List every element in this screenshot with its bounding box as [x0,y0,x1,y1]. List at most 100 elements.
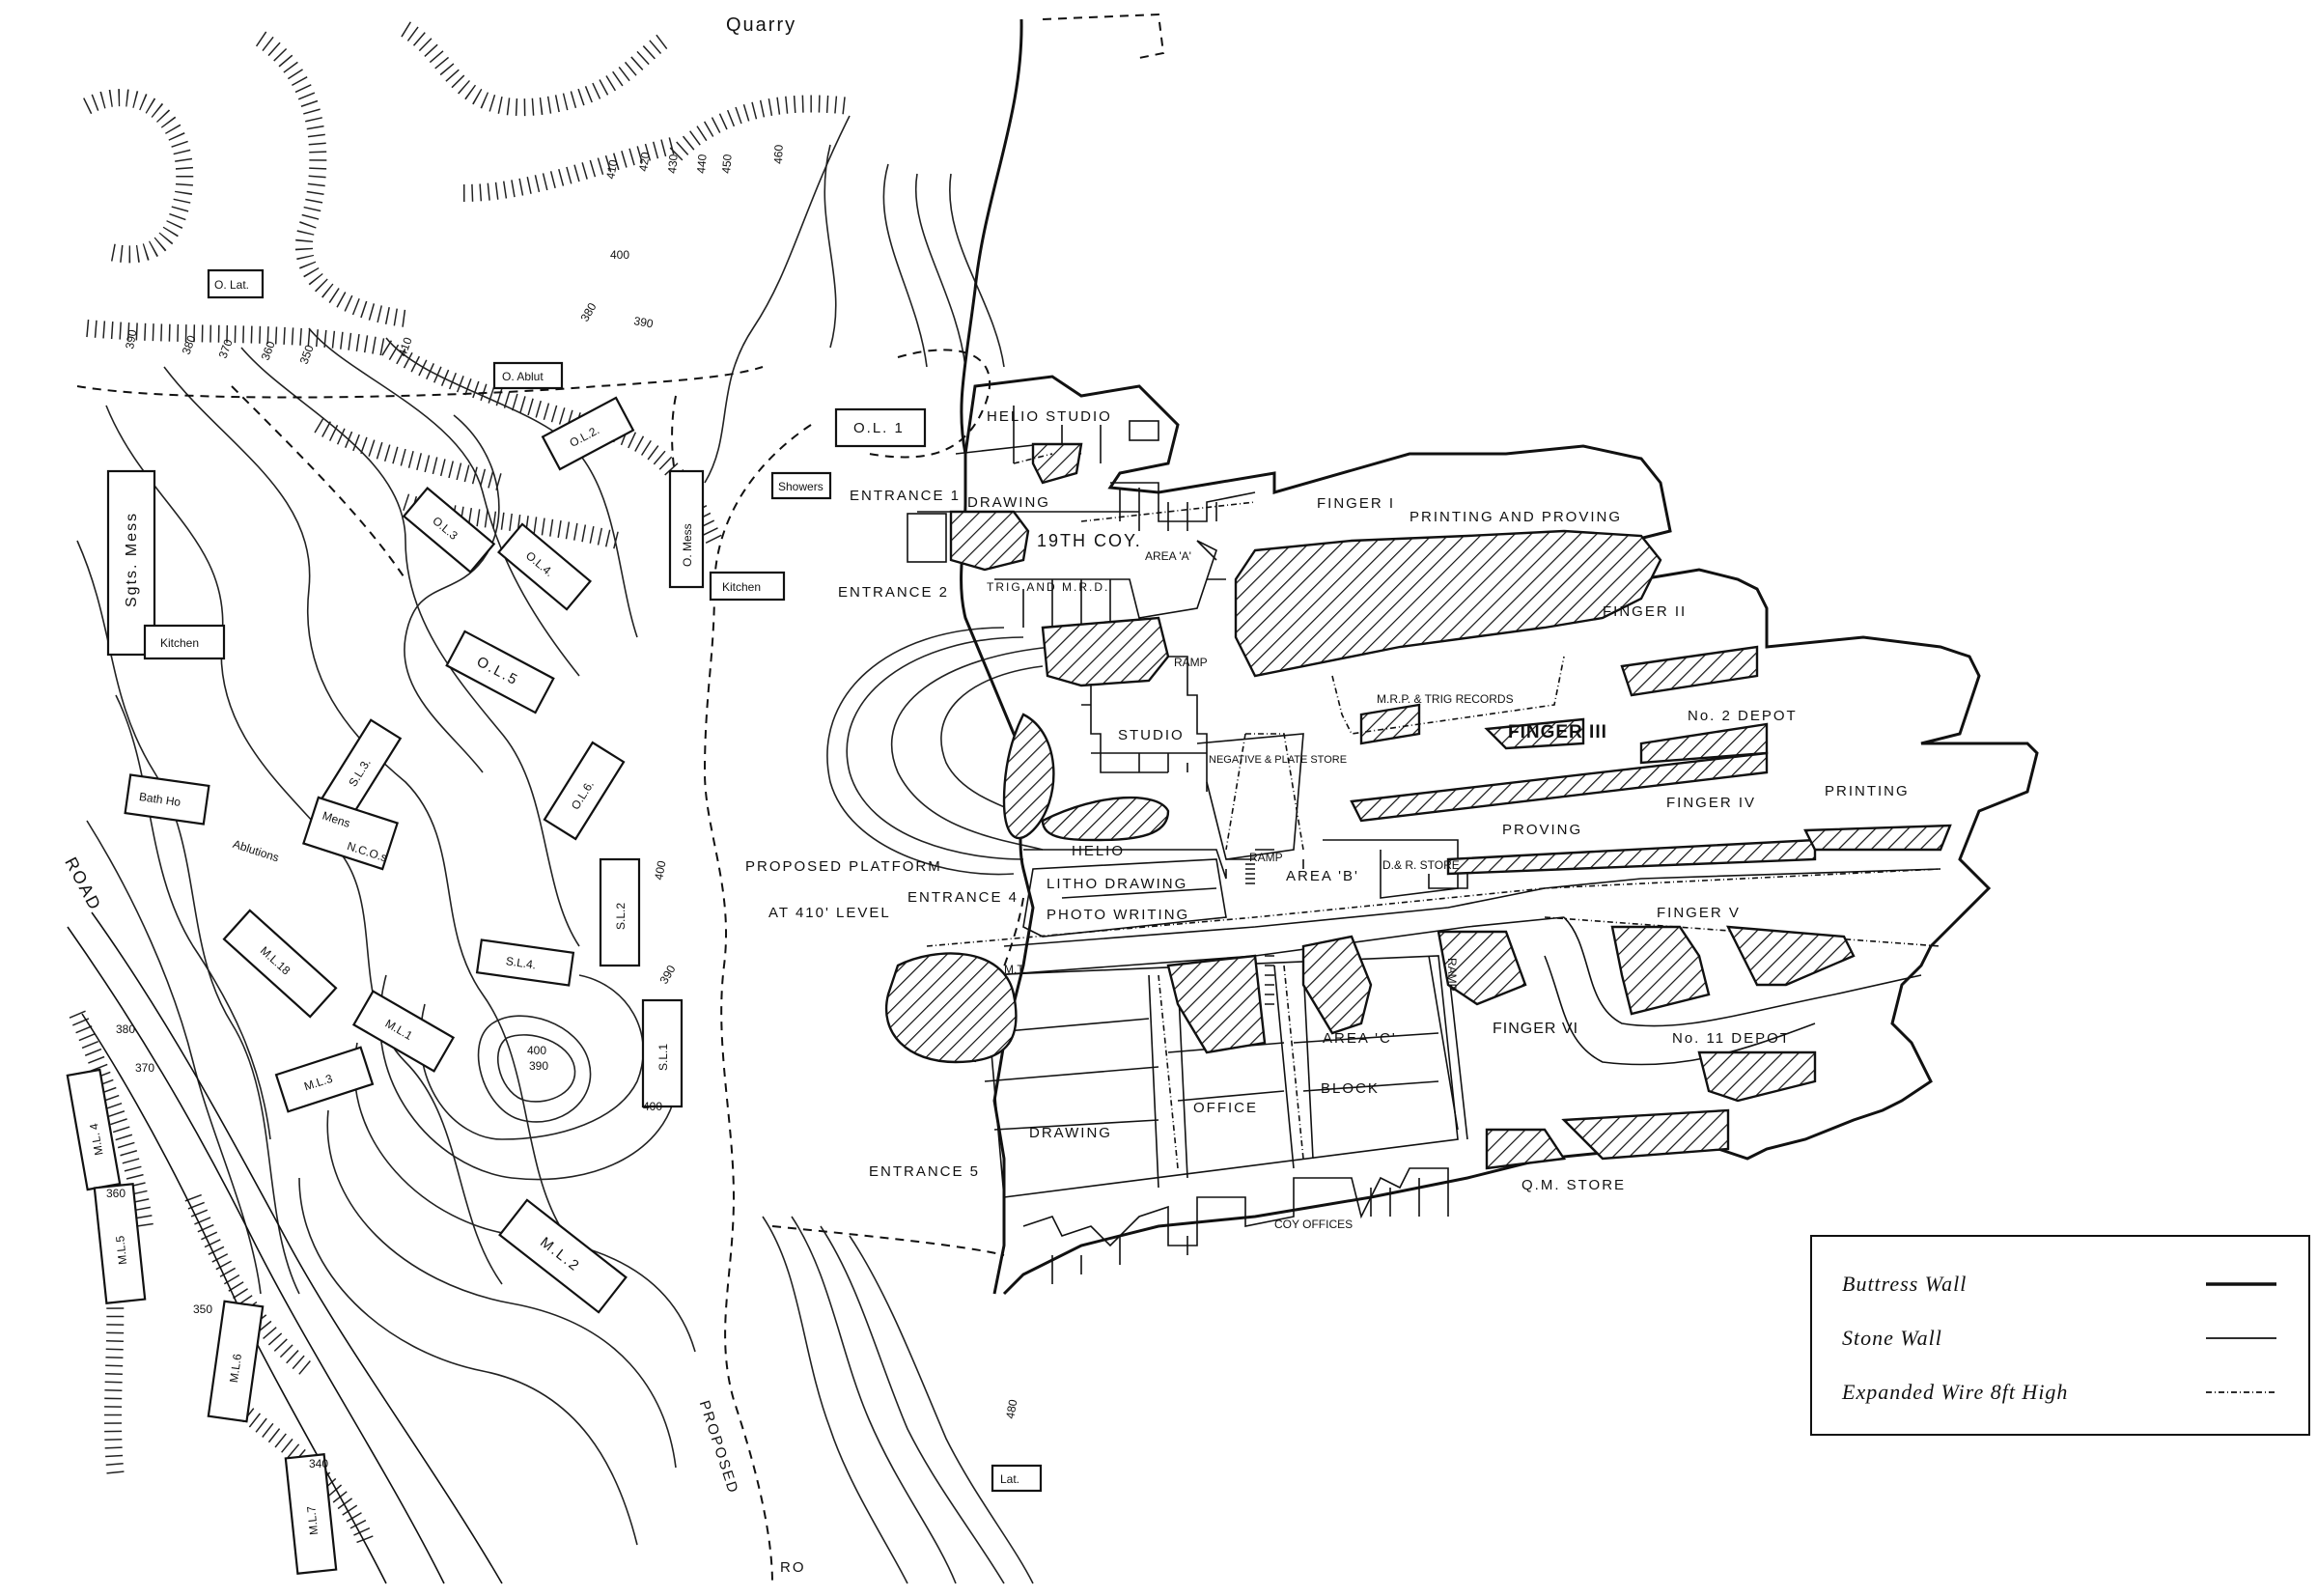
quarry-label: Quarry [726,14,796,36]
contour-value-label: 380 [180,333,199,356]
studio-label: STUDIO [1118,727,1185,743]
sl2-hut [599,857,641,967]
drawing-top-label: DRAWING [967,494,1050,511]
at-410-label: AT 410' LEVEL [768,905,891,921]
printing-label: PRINTING [1825,783,1910,799]
contour-value-label: 450 [719,154,735,174]
bath-ho-hut [124,773,210,826]
contour-value-label: 480 [1003,1398,1019,1419]
contour-value-label: 360 [106,1187,126,1200]
ml7-label: M.L.7 [304,1505,321,1536]
contour-value-label: 390 [123,328,139,350]
finger6-label: FINGER VI [1493,1021,1578,1037]
contour-value-label: 400 [643,1100,662,1113]
o-mess-hut [668,469,705,589]
block-c-label: BLOCK [1321,1080,1380,1097]
legend-label-buttress: Buttress Wall [1842,1272,1967,1296]
area-b-label: AREA 'B' [1286,868,1359,884]
quarry-hachures [69,21,851,1549]
ol2-hut [541,396,635,471]
kitchen-sgts-label: Kitchen [160,636,199,650]
contour-value-label: 400 [610,248,629,262]
west-huts [66,268,1043,1575]
ol3-hut [402,486,496,574]
litho-drawing-label: LITHO DRAWING [1047,876,1187,892]
area-c-hatch-1 [1166,954,1267,1054]
finger-iv-hatch [1446,838,1817,876]
drawing-c-label: DRAWING [1029,1125,1112,1141]
ol1-hut [834,407,927,448]
showers-hut [770,471,832,500]
contour-value-label: 390 [632,314,654,330]
contour-value-label: 390 [656,963,678,987]
mrp-trig-label: M.R.P. & TRIG RECORDS [1377,692,1514,706]
no2-depot-label: No. 2 DEPOT [1688,708,1798,724]
sl1-hut [641,998,684,1108]
qm-store-label: Q.M. STORE [1521,1177,1626,1193]
sl4-label: S.L.4. [505,954,537,971]
area-a-label: AREA 'A' [1145,549,1191,563]
kitchen-o-label: Kitchen [722,580,761,594]
kitchen-sgts-hut [143,624,226,660]
ramp1-label: RAMP [1174,656,1208,669]
ml4-label: M.L. 4 [87,1122,106,1157]
finger4-label: FINGER IV [1666,795,1756,811]
ablutions-label: Ablutions [231,837,280,865]
mens-hut [301,796,400,871]
road-label: ROAD [61,854,105,914]
legend: Buttress Wall Stone Wall Expanded Wire 8… [1810,1235,2310,1436]
contour-value-label: 370 [216,337,236,360]
qm-hatch-2 [1561,1108,1730,1161]
ol1-label: O.L. 1 [853,420,905,436]
contour-value-label: 440 [694,154,710,174]
sl1-label: S.L.1 [656,1044,670,1071]
area-c-hatch-2 [1301,935,1373,1035]
ml3-hut [274,1046,375,1113]
finger1-label: FINGER I [1317,495,1395,512]
ramp3-label: RAMP [1445,958,1459,992]
platform-hatch [885,952,1018,1064]
contour-value-label: 390 [529,1059,548,1073]
finger-i-hatch [1234,529,1662,678]
contour-value-label: 400 [527,1044,546,1057]
contour-value-label: 410 [396,335,415,358]
sl4-hut [475,938,575,987]
entrance5-label: ENTRANCE 5 [869,1163,980,1180]
finger-vi-hatch-1 [1437,930,1527,1006]
contour-value-label: 350 [193,1302,212,1316]
photo-writing-label: PHOTO WRITING [1047,907,1189,923]
compound [885,18,2039,1296]
mrp-hatch [1359,703,1421,745]
proposed-ro-label: RO [780,1559,806,1576]
ml5-label: M.L.5 [113,1235,129,1266]
printing-hatch [1803,824,1952,852]
finger3-label: FINGER III [1508,722,1607,742]
ol6-hut [543,741,626,841]
entrance4-label: ENTRANCE 4 [907,889,1019,906]
contour-value-label: 340 [309,1457,328,1470]
negative-store-label: NEGATIVE & PLATE STORE [1209,754,1347,766]
finger-ii-hatch [1620,645,1759,697]
ramp-steps [1245,863,1274,1005]
finger2-label: FINGER II [1603,603,1687,620]
trig-mrd-label: TRIG AND M.R.D. [987,580,1109,594]
finger-v-hatch-2 [1725,925,1856,987]
mt-label: M.T. [1004,963,1026,976]
legend-label-wire: Expanded Wire 8ft High [1841,1380,2068,1404]
finger5-label: FINGER V [1657,905,1741,921]
ol4-hut [496,522,593,611]
ml1-hut [351,990,456,1073]
helio-studio-label: HELIO STUDIO [987,408,1112,425]
contour-value-label: 420 [636,151,653,172]
contour-value-label: 410 [603,158,620,180]
no11-hatch [1697,1050,1817,1103]
ml5-hut [93,1183,147,1304]
bath-ho-label: Bath Ho [138,790,181,809]
map-labels: Quarry O. Lat. O. Ablut O.L. 1 O.L.2. O.… [61,14,1910,1576]
sgts-mess-label: Sgts. Mess [124,512,140,607]
legend-box [1810,1235,2310,1436]
contour-value-label: 370 [135,1061,154,1075]
drawing-hatch [949,510,1030,572]
